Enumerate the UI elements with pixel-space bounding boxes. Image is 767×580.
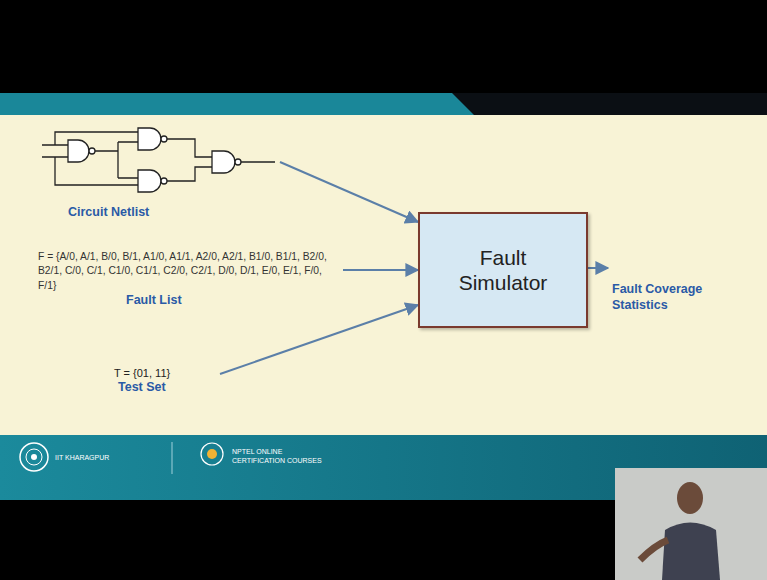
simulator-box: Fault Simulator [418, 212, 588, 328]
top-band-dark [452, 93, 767, 115]
top-band [0, 93, 767, 115]
iit-logo [20, 443, 48, 471]
block-caption: Fault List [38, 293, 343, 309]
footer-divider [172, 442, 173, 474]
lecturer-video [615, 468, 767, 580]
nptel-logo [201, 443, 223, 465]
course-name: NPTEL ONLINE CERTIFICATION COURSES [232, 447, 327, 465]
netlist-block: Circuit Netlist [40, 125, 280, 221]
fault-list-block: F = {A/0, A/1, B/0, B/1, A1/0, A1/1, A2/… [38, 250, 343, 309]
test-set-text: T = {01, 11} [100, 366, 220, 380]
flow-arrow [220, 305, 418, 374]
institute-name: IIT KHARAGPUR [55, 453, 155, 462]
output-block: Fault Coverage Statistics [608, 262, 728, 313]
output-caption: Fault Coverage Statistics [612, 282, 728, 313]
flow-arrow [588, 267, 608, 269]
box-title: Fault Simulator [441, 245, 566, 295]
test-set-block: T = {01, 11}Test Set [100, 366, 220, 396]
flow-arrow [280, 162, 418, 222]
block-caption: Test Set [100, 380, 220, 396]
fault-list-text: F = {A/0, A/1, B/0, B/1, A1/0, A1/1, A2/… [38, 250, 343, 293]
circuit-diagram [42, 128, 275, 192]
flow-arrow [343, 269, 418, 271]
cream-panel [0, 115, 767, 435]
block-caption: Circuit Netlist [68, 205, 280, 221]
